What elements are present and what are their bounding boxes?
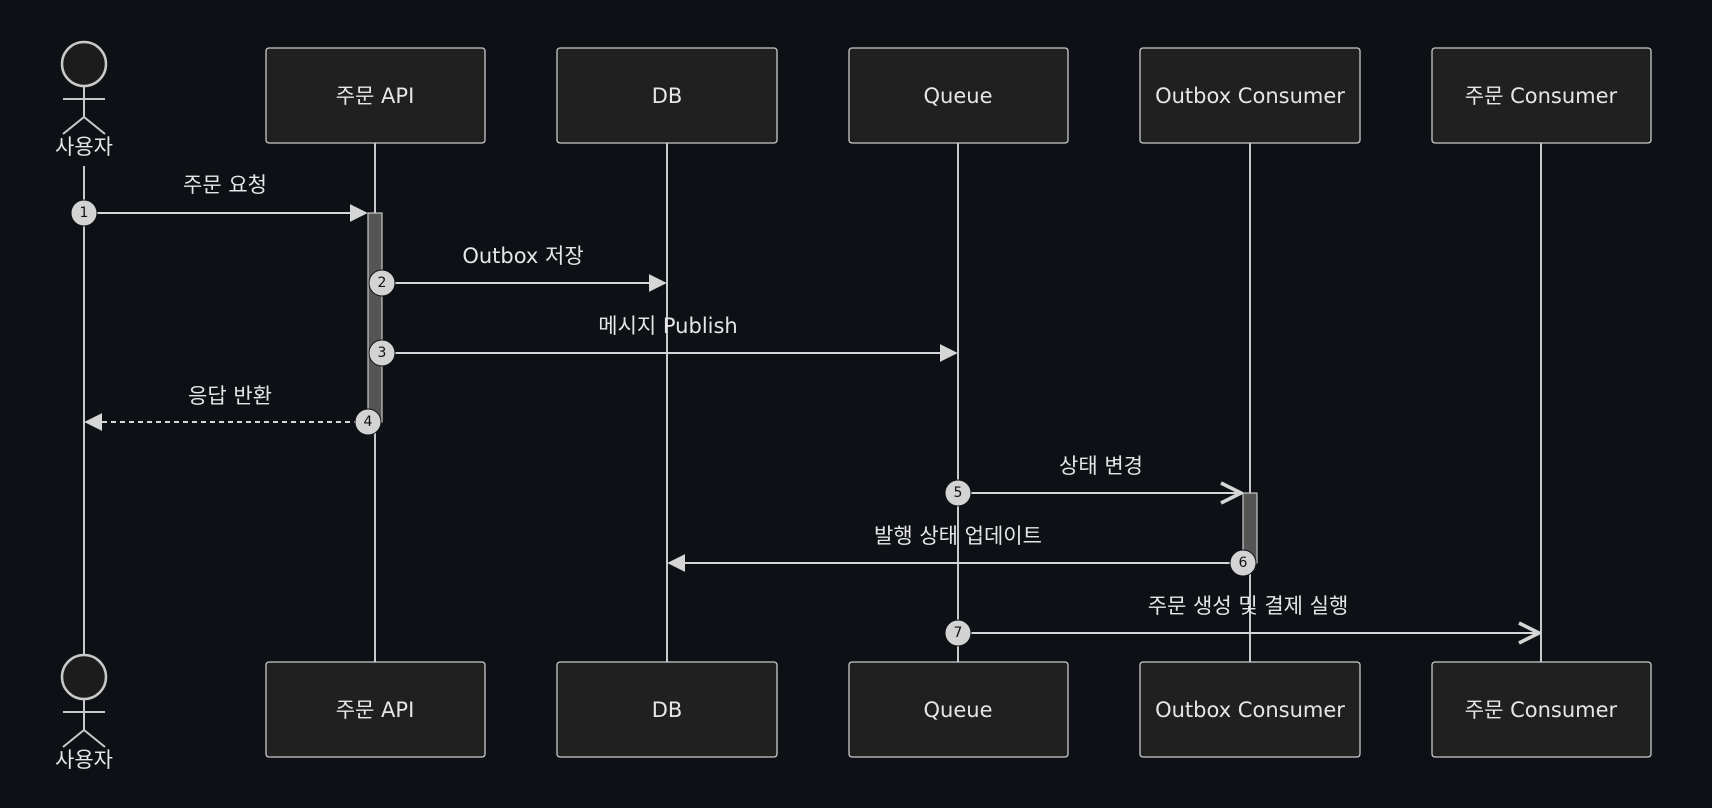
message-label: 메시지 Publish — [598, 314, 738, 338]
sequence-badge — [944, 479, 972, 507]
sequence-badge — [368, 339, 396, 367]
participant-label: 주문 Consumer — [1465, 84, 1618, 108]
participants-top: 주문 API DB Queue Outbox Consumer 주문 Consu… — [265, 47, 1652, 144]
participant-box-consumer[interactable]: 주문 Consumer — [1431, 47, 1652, 144]
sequence-badge — [368, 269, 396, 297]
sequence-number: 6 — [1239, 555, 1248, 571]
lifelines — [83, 143, 1542, 662]
participant-label: Outbox Consumer — [1155, 698, 1345, 722]
sequence-badge — [1229, 549, 1257, 577]
participant-label: DB — [652, 698, 683, 722]
actor-head-icon — [60, 653, 108, 701]
participant-label: 주문 API — [336, 84, 415, 108]
message-label: 주문 요청 — [183, 173, 267, 197]
participant-label: 주문 Consumer — [1465, 698, 1618, 722]
participant-box-consumer-bottom[interactable]: 주문 Consumer — [1431, 661, 1652, 758]
participant-box-queue[interactable]: Queue — [848, 47, 1069, 144]
participant-box-outbox-bottom[interactable]: Outbox Consumer — [1139, 661, 1361, 758]
message-label: 응답 반환 — [188, 384, 272, 408]
sequence-number: 2 — [378, 275, 387, 291]
actor-label: 사용자 — [55, 748, 113, 772]
sequence-badge — [70, 199, 98, 227]
actor-user-top[interactable]: 사용자 — [55, 40, 113, 159]
message-4[interactable]: 응답 반환 4 — [84, 384, 382, 436]
participant-label: 주문 API — [336, 698, 415, 722]
participants-bottom: 주문 API DB Queue Outbox Consumer 주문 Consu… — [265, 661, 1652, 758]
activation-api — [367, 212, 383, 423]
participant-box-api-bottom[interactable]: 주문 API — [265, 661, 486, 758]
message-7[interactable]: 주문 생성 및 결제 실행 7 — [944, 594, 1539, 647]
message-label: Outbox 저장 — [462, 244, 583, 268]
participant-label: Queue — [924, 698, 993, 722]
messages: 주문 요청 1 Outbox 저장 2 메시지 Publish 3 응답 반환 … — [70, 173, 1539, 647]
message-6[interactable]: 발행 상태 업데이트 6 — [667, 524, 1257, 577]
participant-box-db-bottom[interactable]: DB — [556, 661, 778, 758]
participant-box-api[interactable]: 주문 API — [265, 47, 486, 144]
sequence-number: 4 — [364, 414, 373, 430]
participant-label: DB — [652, 84, 683, 108]
participant-box-outbox[interactable]: Outbox Consumer — [1139, 47, 1361, 144]
message-2[interactable]: Outbox 저장 2 — [368, 244, 667, 297]
actor-label: 사용자 — [55, 135, 113, 159]
sequence-number: 1 — [80, 205, 89, 221]
message-label: 주문 생성 및 결제 실행 — [1148, 594, 1349, 618]
sequence-number: 3 — [378, 345, 387, 361]
sequence-badge — [944, 619, 972, 647]
participant-label: Queue — [924, 84, 993, 108]
participant-label: Outbox Consumer — [1155, 84, 1345, 108]
actor-user-bottom[interactable]: 사용자 — [55, 653, 113, 772]
sequence-number: 5 — [954, 485, 963, 501]
message-label: 발행 상태 업데이트 — [874, 524, 1042, 548]
message-5[interactable]: 상태 변경 5 — [944, 454, 1241, 507]
sequence-number: 7 — [954, 625, 963, 641]
message-1[interactable]: 주문 요청 1 — [70, 173, 368, 227]
message-3[interactable]: 메시지 Publish 3 — [368, 314, 958, 367]
message-label: 상태 변경 — [1059, 454, 1143, 478]
participant-box-queue-bottom[interactable]: Queue — [848, 661, 1069, 758]
sequence-badge — [354, 408, 382, 436]
actor-head-icon — [60, 40, 108, 88]
participant-box-db[interactable]: DB — [556, 47, 778, 144]
